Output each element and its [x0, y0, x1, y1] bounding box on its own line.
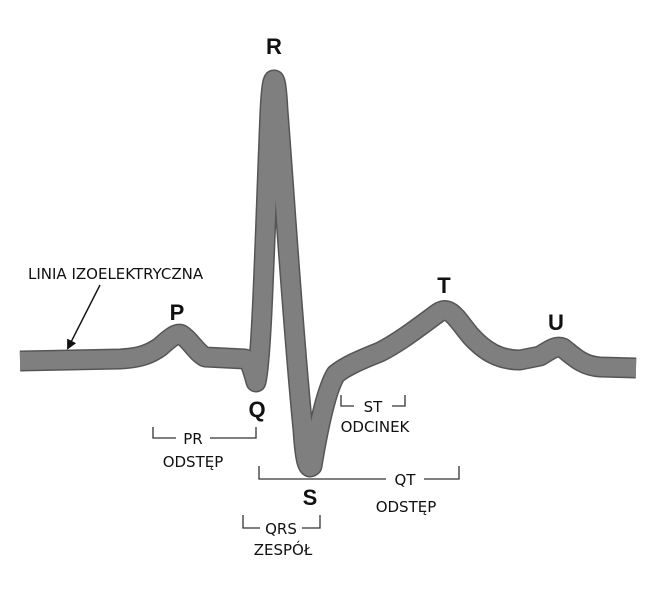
pr-interval-code: PR: [183, 430, 202, 448]
wave-label-t: T: [437, 273, 451, 298]
wave-label-p: P: [170, 300, 185, 325]
st-segment-code: ST: [364, 398, 384, 416]
wave-label-r: R: [266, 34, 282, 59]
qrs-complex-word: ZESPÓŁ: [254, 540, 313, 559]
pr-interval-word: ODSTĘP: [163, 453, 224, 471]
ecg-waveform: [19, 71, 637, 476]
wave-label-s: S: [303, 485, 318, 510]
qt-interval-bracket-left: [258, 466, 386, 480]
isoelectric-line-label: LINIA IZOELEKTRYCZNA: [28, 265, 204, 283]
qt-interval-word: ODSTĘP: [376, 498, 437, 516]
wave-label-u: U: [548, 310, 564, 335]
qrs-complex-bracket-left: [242, 515, 260, 529]
pr-interval-bracket-right: [210, 427, 257, 439]
st-segment-word: ODCINEK: [341, 418, 411, 436]
qt-interval-bracket-right: [424, 466, 460, 480]
qrs-complex-bracket-right: [302, 515, 321, 529]
st-segment-bracket-right: [392, 395, 406, 407]
st-segment-bracket-left: [340, 395, 354, 407]
pr-interval-bracket: [152, 427, 176, 439]
wave-label-q: Q: [248, 397, 265, 422]
isoelectric-line-arrow: [67, 284, 101, 350]
qrs-complex-code: QRS: [265, 520, 297, 538]
qt-interval-code: QT: [395, 471, 417, 489]
